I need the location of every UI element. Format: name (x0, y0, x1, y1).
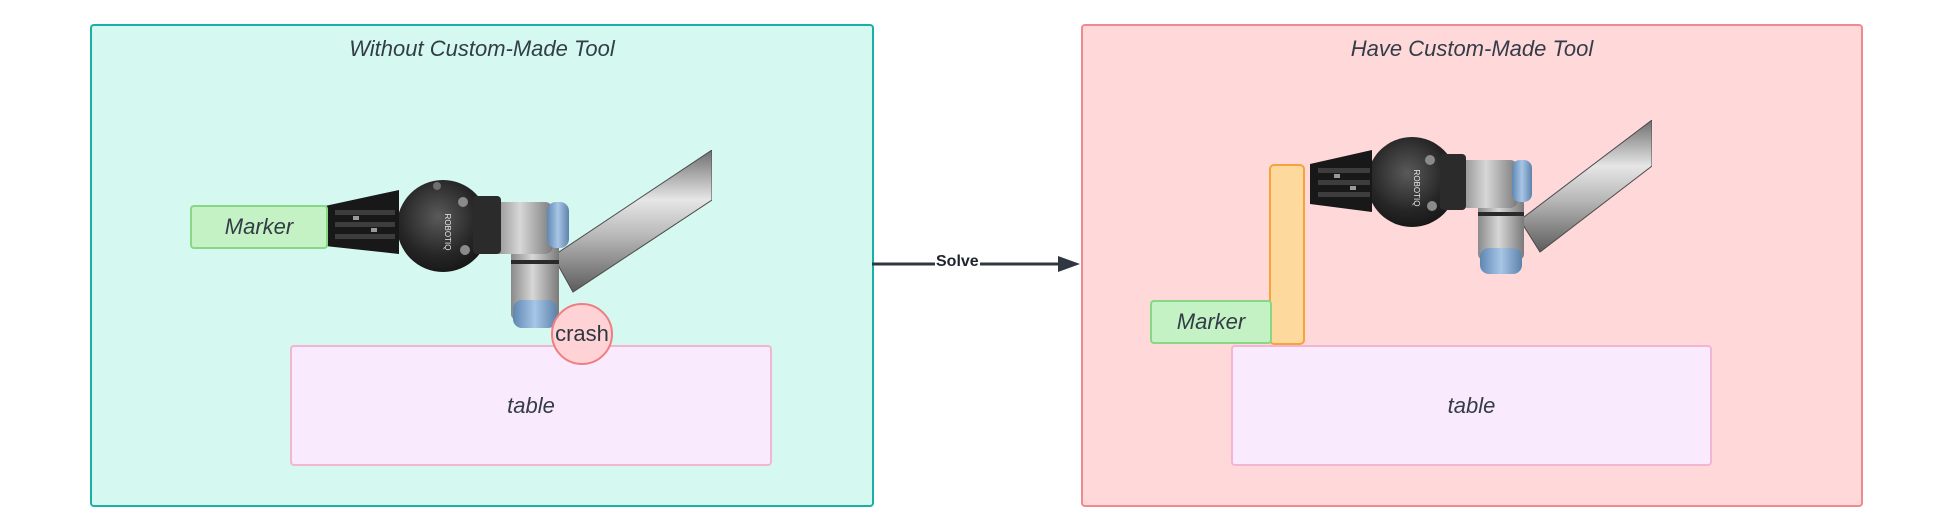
table-label: table (1447, 392, 1496, 418)
custom-tool-node (1269, 164, 1305, 345)
marker-node: Marker (190, 205, 328, 249)
crash-label: crash (555, 321, 609, 346)
robot-brand-label: ROBOTIQ (1412, 170, 1421, 207)
robot-brand-label: ROBOTIQ (443, 214, 452, 251)
robot-arm-icon: ROBOTIQ (325, 150, 712, 328)
panel-title: Without Custom-Made Tool (349, 36, 615, 61)
robot-arm-icon: ROBOTIQ (1310, 120, 1652, 274)
table-node: table (1231, 345, 1712, 466)
crash-indicator: crash (551, 303, 613, 365)
connector-label: Solve (935, 253, 980, 271)
table-label: table (507, 392, 555, 418)
table-node: table (290, 345, 772, 466)
marker-label: Marker (1176, 309, 1246, 334)
marker-label: Marker (224, 214, 294, 239)
marker-node: Marker (1150, 300, 1272, 344)
panel-title: Have Custom-Made Tool (1350, 36, 1594, 61)
